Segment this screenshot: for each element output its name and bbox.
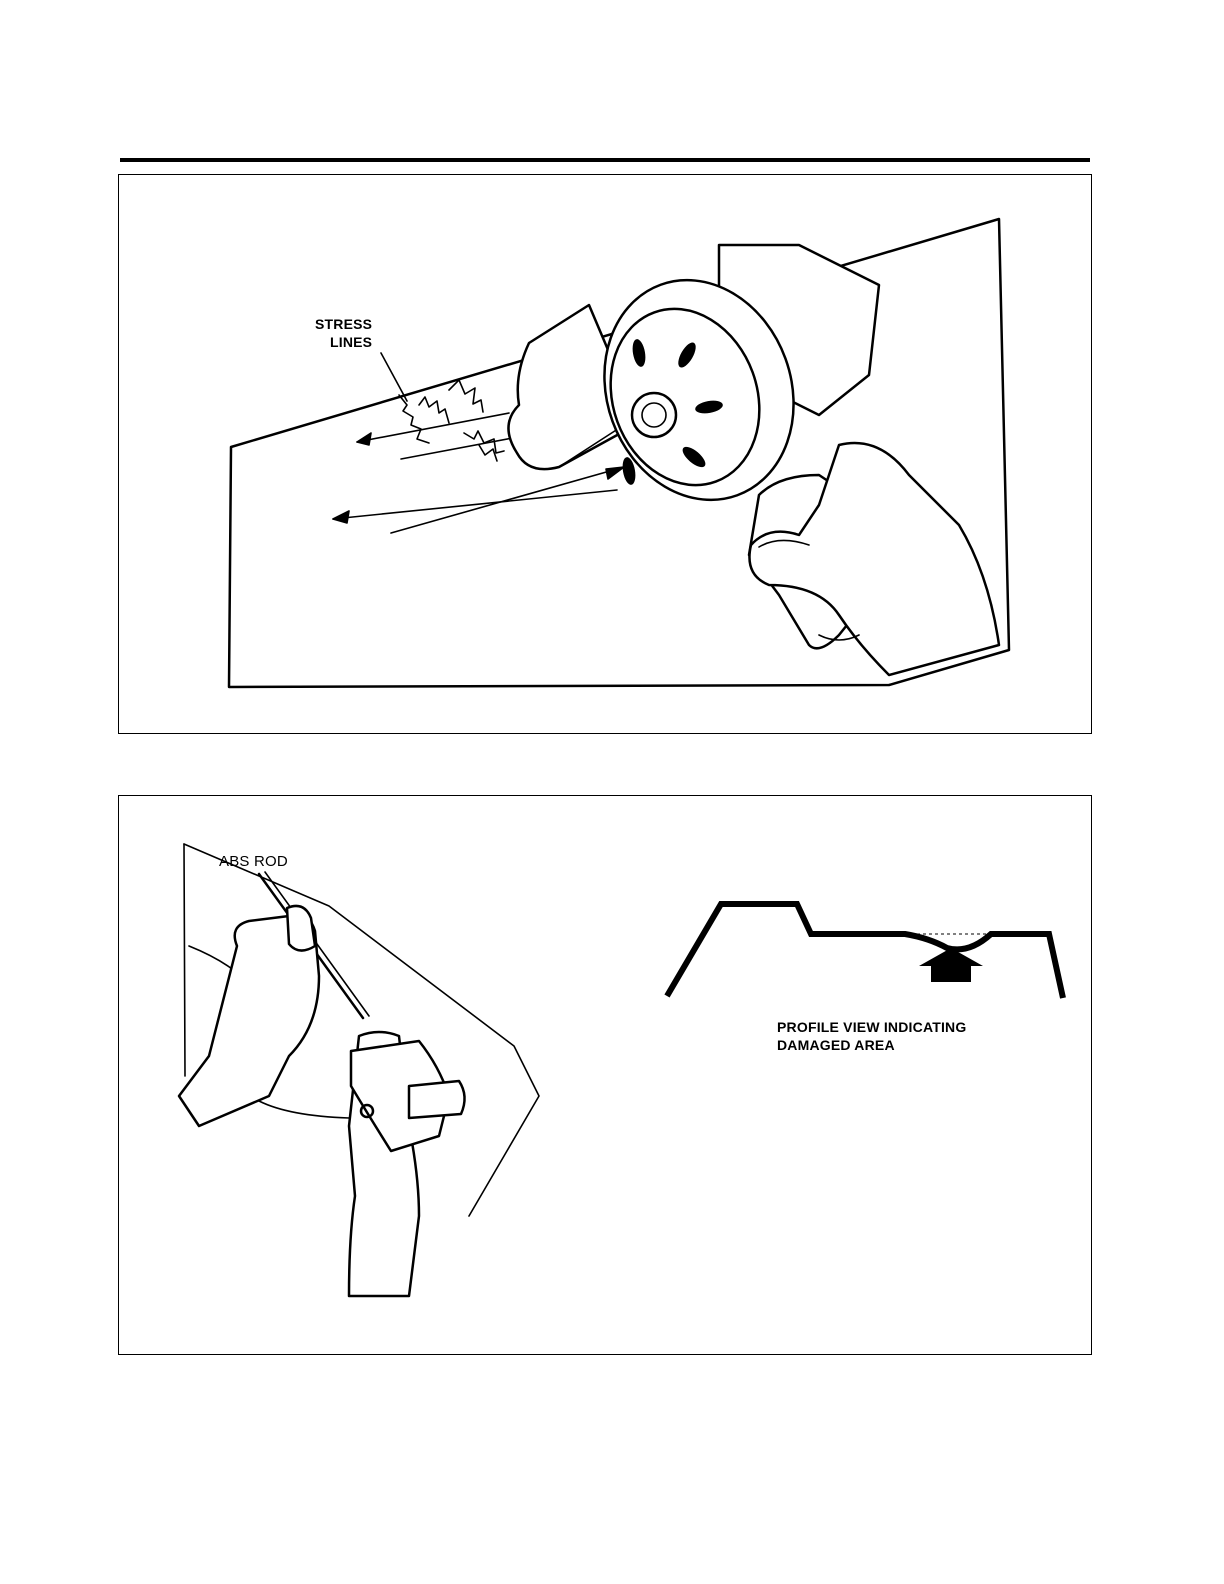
profile-outline: [667, 904, 1063, 998]
stress-lines-callout: STRESS LINES: [315, 315, 372, 351]
profile-view-caption: PROFILE VIEW INDICATING DAMAGED AREA: [777, 1018, 966, 1054]
heat-gun-illustration-panel: STRESS LINES: [118, 174, 1092, 734]
workpiece-left-edge: [184, 844, 185, 1076]
stress-lines-leader: [381, 353, 407, 401]
rod-welding-illustration-panel: ABS ROD PROFILE VIEW INDICATING DAMAGED …: [118, 795, 1092, 1355]
damage-arrow-icon: [919, 948, 983, 982]
heat-gun-drawing: [119, 175, 1091, 733]
welding-drawing: [119, 796, 1091, 1354]
abs-rod-label: ABS ROD: [219, 853, 288, 871]
power-cord: [259, 1101, 349, 1118]
header-rule: [120, 158, 1090, 162]
welding-tool-tip: [409, 1081, 465, 1118]
